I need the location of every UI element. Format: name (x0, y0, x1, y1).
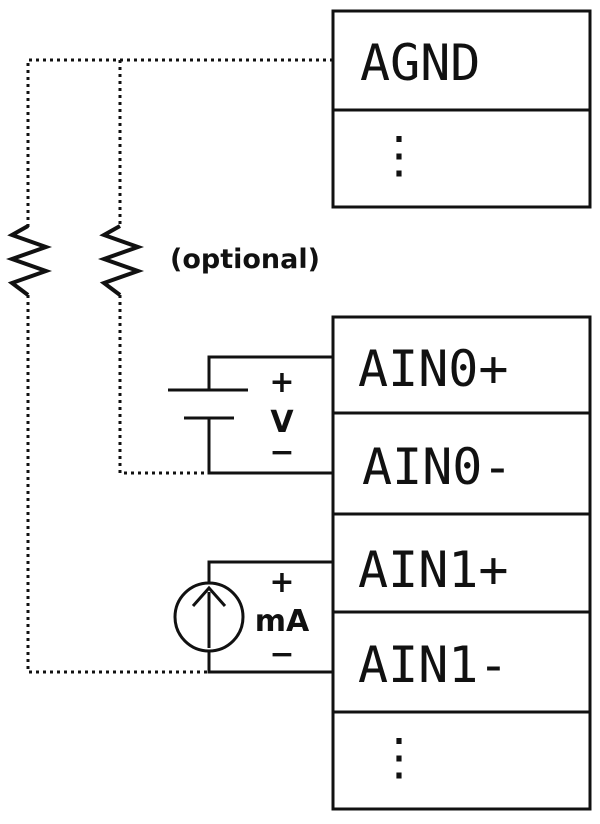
terminal-block-bottom: AIN0+ AIN0- AIN1+ AIN1- ⋮ (331, 315, 592, 811)
voltage-minus-sign: − (269, 435, 294, 470)
optional-note: (optional) (170, 244, 320, 275)
current-wire-minus (207, 651, 333, 674)
voltage-source: + V − (168, 355, 333, 475)
resistor-inner-symbol (97, 224, 145, 297)
current-source-circle (173, 581, 245, 653)
current-symbol: mA (255, 604, 310, 639)
current-minus-sign: − (269, 637, 294, 672)
resistor-outer-symbol (5, 224, 53, 297)
current-plus-sign: + (269, 565, 294, 600)
voltage-symbol: V (270, 405, 294, 440)
terminal-ain0-plus: AIN0+ (358, 340, 509, 398)
terminal-ain0-minus: AIN0- (362, 438, 513, 496)
agnd-dotted-wiring (26, 58, 333, 674)
terminal-ellipsis-top: ⋮ (374, 126, 424, 184)
current-wire-plus (207, 560, 333, 583)
terminal-ellipsis-bottom: ⋮ (374, 728, 424, 786)
voltage-plus-sign: + (269, 365, 294, 400)
terminal-block-top: AGND ⋮ (331, 9, 592, 209)
voltage-wire-minus (207, 418, 333, 475)
current-source: + mA − (173, 560, 333, 674)
dotted-wire-outer-lower (26, 295, 209, 674)
terminal-agnd: AGND (360, 34, 480, 92)
voltage-wire-plus (207, 355, 333, 390)
terminal-ain1-plus: AIN1+ (358, 541, 509, 599)
current-arrow-head (191, 585, 227, 607)
terminal-ain1-minus: AIN1- (358, 636, 509, 694)
terminal-block-bottom-frame (331, 315, 592, 811)
dotted-wire-outer (26, 58, 333, 228)
dotted-wire-inner-lower (118, 295, 209, 475)
